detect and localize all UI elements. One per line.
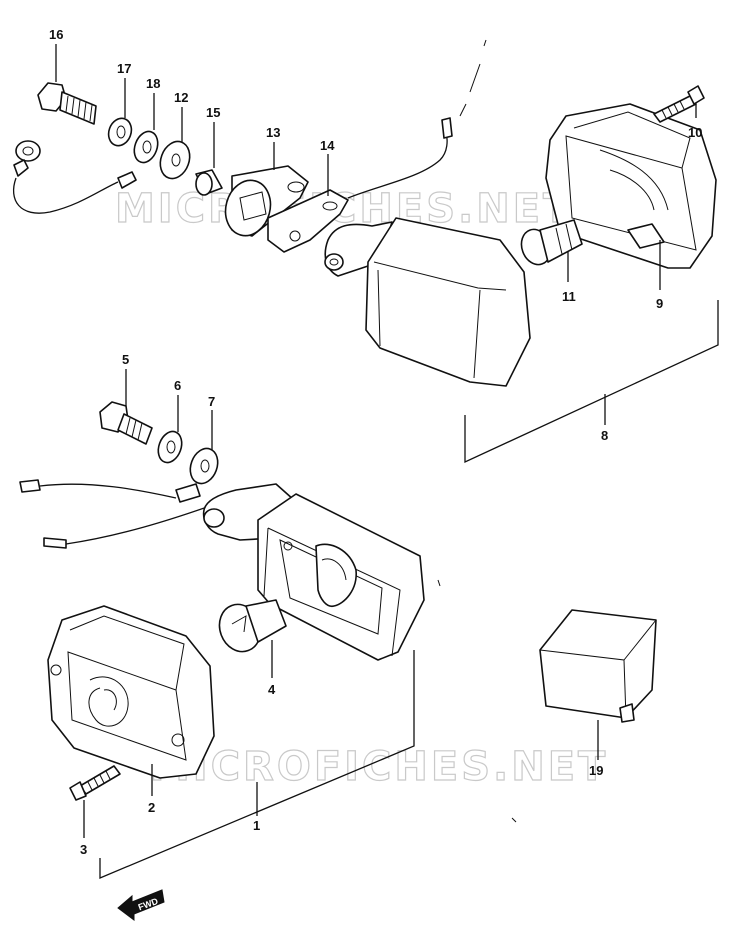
lamp-housing-lower: [202, 483, 425, 661]
lens-9: [545, 103, 717, 269]
part-label-5: 5: [122, 352, 129, 367]
part-label-2: 2: [148, 800, 155, 815]
relay-19: [539, 609, 657, 723]
part-label-7: 7: [208, 394, 215, 409]
washer-17: [107, 117, 133, 147]
part-label-11: 11: [562, 289, 576, 304]
collar-15: [195, 169, 223, 196]
part-label-6: 6: [174, 378, 181, 393]
ground-wire: [12, 140, 137, 214]
part-label-1: 1: [253, 818, 260, 833]
part-label-19: 19: [589, 763, 603, 778]
stray-mark-lower: [437, 579, 517, 823]
watermark-top: MICROFICHES.NET: [115, 186, 573, 232]
washer-12: [159, 140, 191, 180]
screw-3: [69, 765, 121, 801]
leader-lines: [55, 44, 697, 838]
fwd-arrow: FWD: [117, 889, 165, 921]
part-label-16: 16: [49, 27, 63, 42]
part-label-9: 9: [656, 296, 663, 311]
washer-18: [133, 130, 159, 164]
washer-7: [189, 447, 219, 485]
bulb-4: [218, 599, 287, 653]
part-label-12: 12: [174, 90, 188, 105]
part-label-3: 3: [80, 842, 87, 857]
part-label-14: 14: [320, 138, 335, 153]
part-label-18: 18: [146, 76, 160, 91]
bolt-16: [37, 82, 97, 125]
part-label-17: 17: [117, 61, 131, 76]
part-label-4: 4: [268, 682, 276, 697]
lamp-housing-upper: [324, 217, 531, 387]
part-label-13: 13: [266, 125, 280, 140]
part-label-8: 8: [601, 428, 608, 443]
bulb-11: [520, 219, 583, 266]
grommet-13: [224, 165, 309, 237]
watermark-bottom: MICROFICHES.NET: [150, 744, 608, 790]
plate-14: [267, 189, 349, 253]
washer-6: [157, 430, 183, 464]
stray-mark: [459, 39, 487, 117]
bracket-8: [464, 300, 719, 464]
part-label-15: 15: [206, 105, 220, 120]
signal-wire-top: [347, 117, 453, 199]
bolt-5: [99, 401, 153, 445]
lens-2: [47, 605, 215, 779]
signal-wires-lower: [19, 479, 211, 549]
part-label-10: 10: [688, 125, 702, 140]
